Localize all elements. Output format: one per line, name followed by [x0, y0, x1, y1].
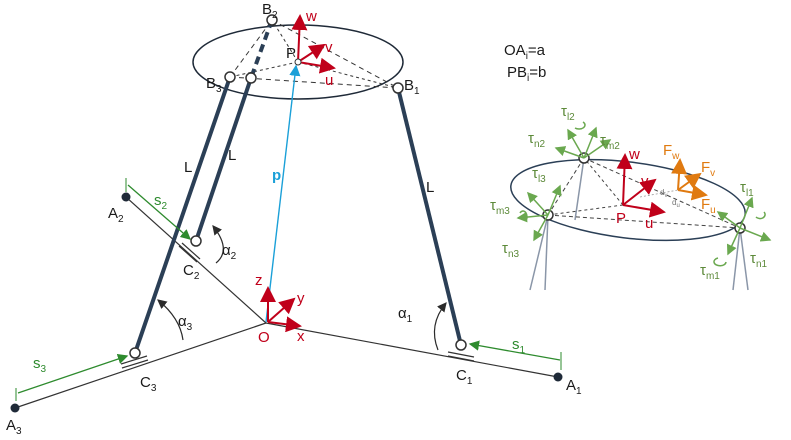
axis-y — [267, 297, 296, 323]
point-a3 — [10, 403, 20, 413]
point-a1 — [553, 372, 563, 382]
axis-w-label: w — [305, 8, 317, 25]
inset-axis-u — [622, 201, 666, 218]
label-a3: A3 — [6, 417, 22, 435]
torque-tm3-label: τm3 — [490, 197, 510, 217]
label-a2: A2 — [108, 205, 124, 225]
platform-frame: u v w P — [286, 8, 336, 89]
leg-3 — [133, 76, 232, 354]
leg-2 — [194, 77, 253, 242]
inset-axis-v — [622, 178, 657, 206]
force-fu-arrow — [677, 184, 708, 201]
inset-wrench-diagram: u v w P Fw Fv Fu dv du — [490, 103, 772, 291]
label-c1: C1 — [456, 367, 473, 387]
torque-tm1-label: τm1 — [700, 262, 720, 282]
label-a1: A1 — [566, 377, 582, 397]
axis-u-label: u — [325, 72, 333, 89]
slider-c2-joint — [190, 235, 202, 247]
slider-c3-joint — [129, 347, 141, 359]
inset-axis-w — [616, 153, 633, 206]
s2-arrow — [127, 184, 191, 240]
s3-arrow — [17, 354, 129, 394]
torque-tl3-label: τl3 — [532, 165, 546, 185]
guide-line-3 — [14, 322, 267, 409]
torque-tn2-label: τn2 — [528, 130, 545, 150]
label-l-leg1: L — [426, 179, 434, 196]
joint-b2 — [266, 14, 278, 26]
label-s2: s2 — [154, 192, 168, 212]
angle-arcs — [157, 225, 447, 351]
label-s3: s3 — [33, 355, 47, 375]
joint-b3b — [245, 72, 257, 84]
torque-arrows — [516, 121, 772, 267]
arc-alpha1 — [433, 302, 447, 351]
label-alpha2: α2 — [222, 242, 237, 262]
origin-o-label: O — [258, 329, 270, 346]
platform-triangle — [229, 19, 399, 89]
axis-v-label: v — [325, 39, 333, 56]
label-alpha1: α1 — [398, 305, 413, 325]
axis-v — [297, 43, 326, 63]
inset-point-p-label: P — [616, 210, 626, 227]
slider-c1-joint — [455, 339, 467, 351]
torque-tl1-label: τl1 — [740, 179, 754, 199]
torque-tn1-label: τn1 — [750, 250, 767, 270]
label-l-leg3: L — [184, 159, 192, 176]
label-c2: C2 — [183, 262, 200, 282]
point-p-label: P — [286, 45, 296, 62]
label-l-leg2: L — [228, 147, 236, 164]
inset-axis-u-label: u — [645, 215, 653, 232]
inset-axis-w-label: w — [628, 146, 640, 163]
point-a2 — [121, 192, 131, 202]
label-b1: B1 — [404, 77, 420, 97]
arc-alpha3 — [157, 299, 184, 341]
label-c3: C3 — [140, 374, 157, 394]
legs — [133, 19, 463, 354]
label-alpha3: α3 — [178, 313, 193, 333]
vector-p — [265, 64, 301, 323]
offset-du-label: du — [672, 198, 680, 209]
offset-dv-label: dv — [660, 188, 667, 199]
axis-u — [297, 57, 336, 74]
guide-line-2 — [125, 196, 267, 324]
joint-p — [294, 58, 302, 66]
label-b3: B3 — [206, 75, 222, 95]
axis-y-label: y — [297, 290, 305, 307]
vector-p-label: p — [272, 167, 281, 184]
leg-1 — [396, 87, 463, 346]
arc-alpha2 — [212, 225, 224, 264]
base-frame: x y z O — [255, 272, 305, 346]
platform-joints — [224, 14, 404, 94]
axis-w — [291, 14, 308, 63]
axis-z-label: z — [255, 272, 263, 289]
s1-arrow — [468, 340, 561, 361]
axis-x-label: x — [297, 328, 305, 345]
joint-b1 — [392, 82, 404, 94]
force-fv-arrow — [677, 172, 702, 191]
slider-displacements — [15, 178, 562, 401]
guide-line-1 — [265, 322, 559, 378]
torque-tn3-label: τn3 — [502, 240, 519, 260]
torque-tl2-label: τl2 — [561, 103, 575, 123]
leg-2-hidden — [249, 19, 274, 79]
base-guides — [14, 196, 559, 409]
force-fu-label: Fu — [701, 196, 716, 216]
definition-oa: OAi=a — [504, 42, 546, 62]
definition-pb: PBi=b — [507, 64, 546, 84]
axis-x — [267, 316, 302, 333]
force-fv-label: Fv — [701, 159, 715, 179]
label-s1: s1 — [512, 336, 526, 356]
joint-b3 — [224, 71, 236, 83]
force-fw-arrow — [671, 158, 688, 191]
torque-tm2-label: τm2 — [600, 132, 620, 152]
force-fw-label: Fw — [663, 142, 680, 162]
inset-axis-v-label: v — [641, 173, 649, 190]
label-b2: B2 — [262, 1, 278, 21]
